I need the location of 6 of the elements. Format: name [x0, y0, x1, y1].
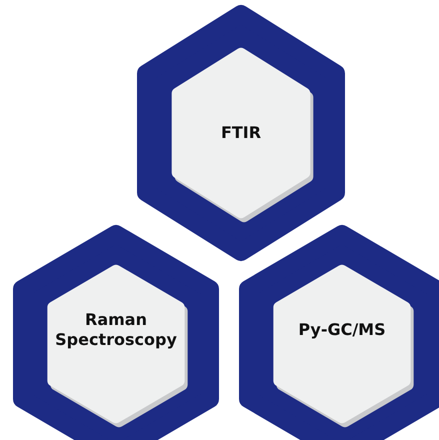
node-label: Py-GC/MS [298, 320, 386, 340]
hexagon-node [136, 4, 346, 262]
node-label: Raman Spectroscopy [55, 310, 177, 349]
hexagon-node [12, 224, 220, 440]
node-label: FTIR [220, 123, 262, 143]
hexagon-node [238, 224, 439, 440]
